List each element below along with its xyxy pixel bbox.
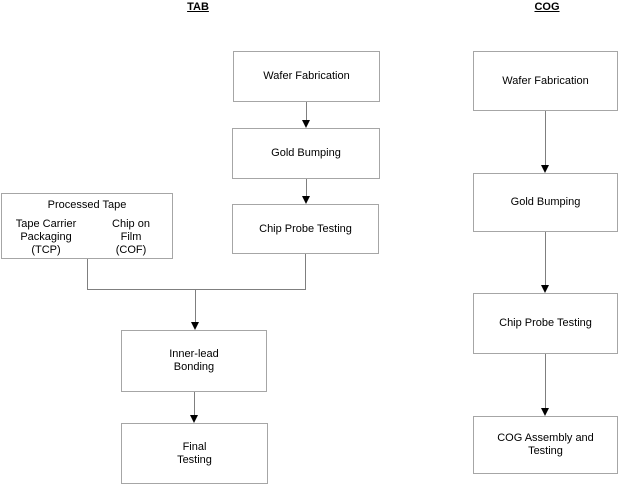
cog-connector-chip-assembly	[545, 354, 546, 408]
cof-option-label: Chip on Film (COF)	[112, 218, 150, 256]
tab-connector-gold-chip	[306, 179, 307, 197]
cog-gold-bumping-box: Gold Bumping	[473, 173, 618, 232]
inner-lead-bonding-box: Inner-lead Bonding	[121, 330, 267, 392]
arrow-down-icon	[302, 196, 310, 204]
tab-merge-line	[87, 289, 306, 290]
tab-connector-chip-down	[305, 254, 306, 289]
cog-connector-wafer-gold	[545, 111, 546, 165]
tab-flow-title: TAB	[187, 1, 209, 13]
cog-connector-gold-chip	[545, 232, 546, 285]
tab-gold-bumping-box: Gold Bumping	[232, 128, 380, 179]
tab-wafer-fabrication-box: Wafer Fabrication	[233, 51, 380, 102]
arrow-down-icon	[541, 408, 549, 416]
tab-connector-merge-innerlead	[195, 289, 196, 322]
arrow-down-icon	[541, 165, 549, 173]
tcp-option-label: Tape Carrier Packaging (TCP)	[15, 218, 77, 256]
tab-connector-wafer-gold	[306, 102, 307, 121]
cog-wafer-fabrication-box: Wafer Fabrication	[473, 51, 618, 111]
arrow-down-icon	[191, 322, 199, 330]
processed-tape-title: Processed Tape	[47, 199, 127, 211]
processed-tape-box: Processed Tape Tape Carrier Packaging (T…	[1, 193, 173, 259]
cog-assembly-testing-box: COG Assembly and Testing	[473, 416, 618, 474]
tab-connector-innerlead-final	[194, 392, 195, 415]
arrow-down-icon	[302, 120, 310, 128]
final-testing-box: Final Testing	[121, 423, 268, 484]
cog-flow-title: COG	[534, 1, 560, 13]
cog-chip-probe-testing-box: Chip Probe Testing	[473, 293, 618, 354]
arrow-down-icon	[541, 285, 549, 293]
tab-chip-probe-testing-box: Chip Probe Testing	[232, 204, 379, 254]
tab-connector-tape-down	[87, 259, 88, 289]
arrow-down-icon	[190, 415, 198, 423]
